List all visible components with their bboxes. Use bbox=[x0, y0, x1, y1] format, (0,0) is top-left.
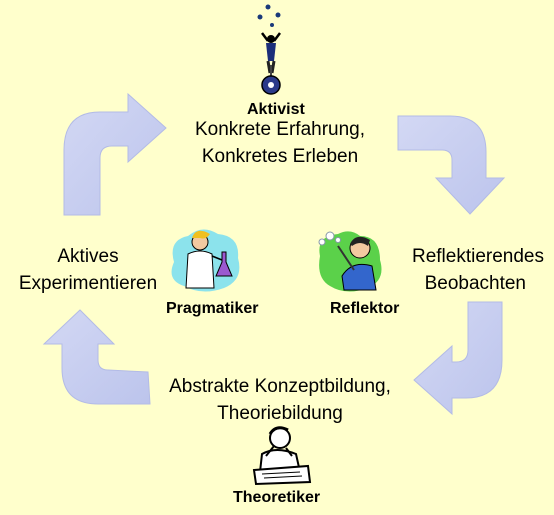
role-reflektor: Reflektor bbox=[330, 300, 400, 317]
stage-bottom-line-1: Abstrakte Konzeptbildung, bbox=[169, 376, 391, 397]
arrow-experimenting-to-experience bbox=[63, 92, 167, 216]
arrow-conceptualization-to-experimenting bbox=[42, 309, 151, 405]
stage-top-line-1: Konkrete Erfahrung, bbox=[194, 119, 366, 140]
stage-right-line-2: Beobachten bbox=[424, 273, 526, 294]
role-pragmatiker: Pragmatiker bbox=[166, 300, 259, 317]
stage-top-line-2: Konkretes Erleben bbox=[201, 146, 359, 167]
person-with-bubble-wand-icon bbox=[318, 231, 382, 292]
stage-right-line-1: Reflektierendes bbox=[411, 246, 544, 267]
thinker-at-desk-icon bbox=[252, 426, 312, 486]
stage-left-line-2: Experimentieren bbox=[18, 273, 158, 294]
arrow-observation-to-conceptualization bbox=[413, 301, 503, 416]
stage-bottom-line-2: Theoriebildung bbox=[217, 403, 343, 424]
role-aktivist: Aktivist bbox=[247, 101, 305, 118]
role-theoretiker: Theoretiker bbox=[233, 489, 321, 506]
scientist-with-flask-icon bbox=[171, 229, 240, 292]
juggler-unicycle-icon bbox=[257, 4, 281, 95]
arrow-experience-to-observation bbox=[397, 115, 506, 215]
stage-left-line-1: Aktives bbox=[57, 246, 119, 267]
